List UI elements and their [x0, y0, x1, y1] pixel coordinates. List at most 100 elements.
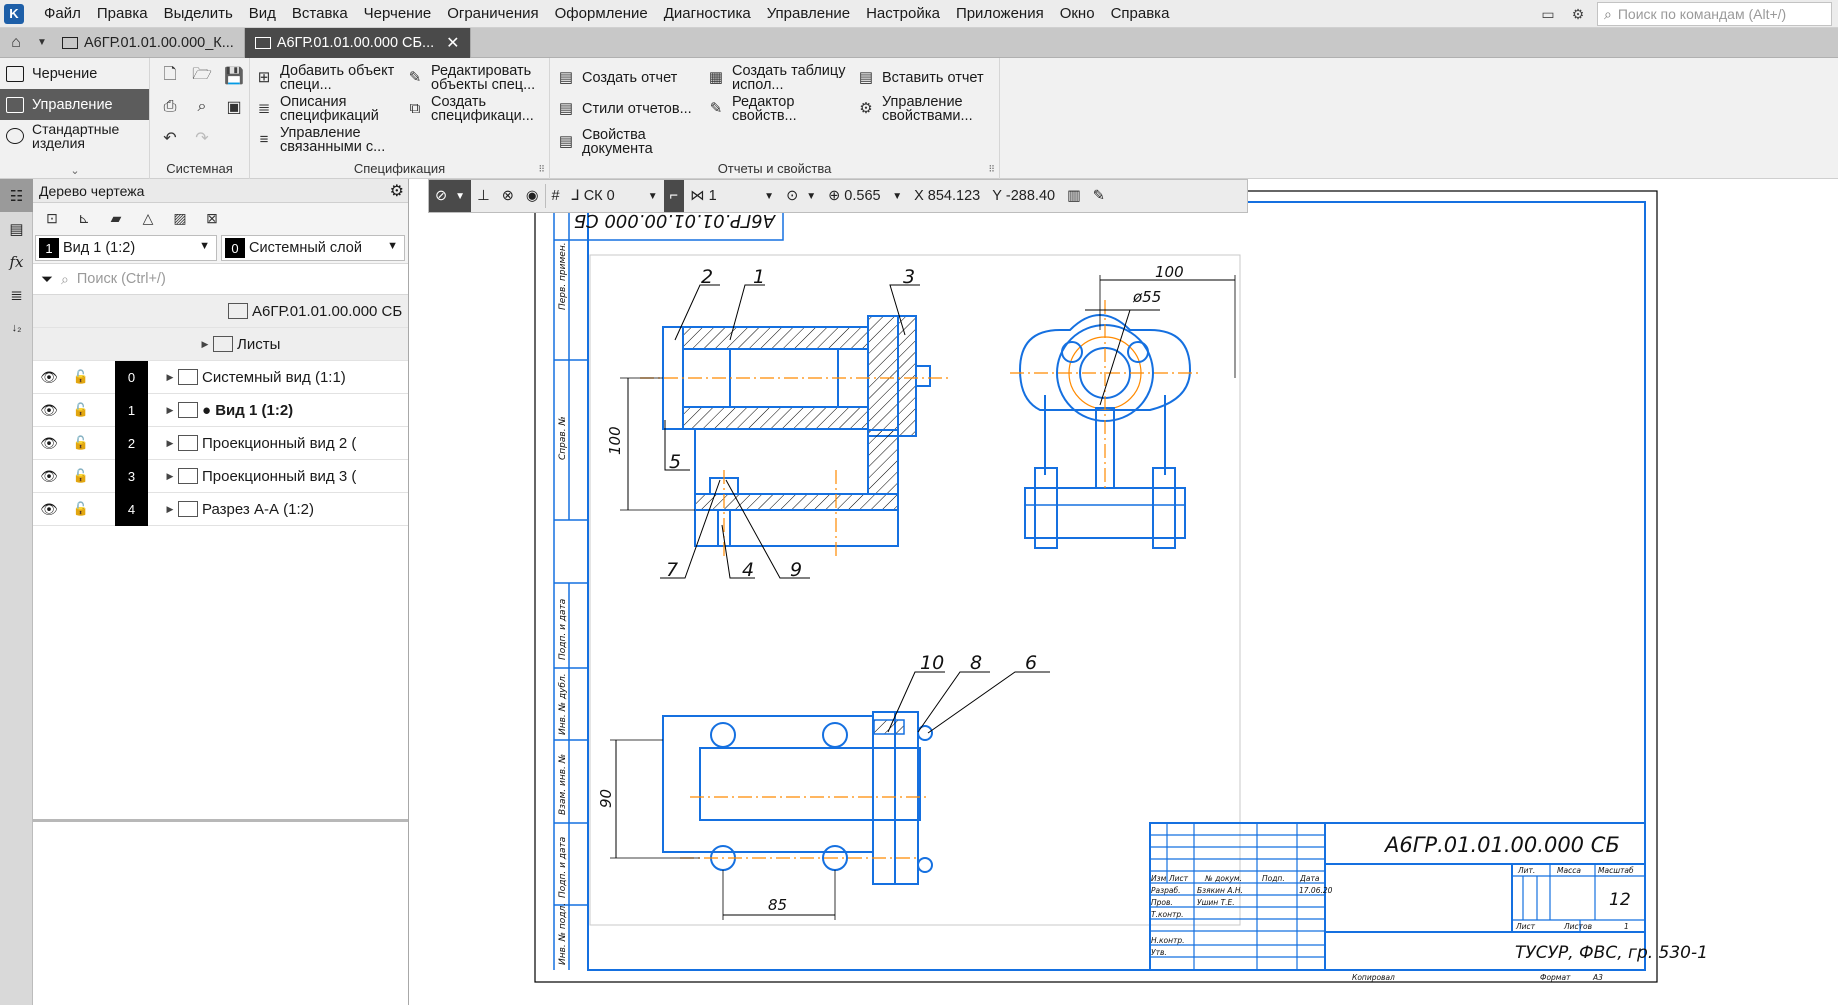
create-usage-table-button[interactable]: ▦ Создать таблицу испол... — [706, 64, 851, 93]
menu-select[interactable]: Выделить — [163, 4, 233, 22]
save-icon[interactable]: 💾 — [224, 68, 244, 85]
new-document-icon[interactable]: 🗋 — [163, 65, 177, 83]
group-options-icon[interactable]: ⠿ — [538, 164, 545, 174]
unlock-icon[interactable]: 🔓 — [72, 369, 90, 384]
redo-icon[interactable]: ↷ — [195, 130, 209, 147]
eye-icon[interactable]: 👁 — [40, 434, 58, 451]
layer-icon[interactable]: ▰ — [110, 209, 122, 226]
settings-icon[interactable]: ⚙ — [1571, 5, 1585, 22]
mode-manage[interactable]: Управление — [0, 89, 149, 120]
expand-chevron-icon[interactable]: ⌄ — [70, 165, 80, 177]
properties-panel-icon[interactable]: ▤ — [9, 220, 24, 238]
menu-settings[interactable]: Настройка — [866, 4, 940, 22]
eye-icon[interactable]: 👁 — [40, 401, 58, 418]
menu-window[interactable]: Окно — [1059, 4, 1095, 22]
spec-descriptions-button[interactable]: ≣ Описания спецификаций — [254, 95, 396, 124]
tree-root-row[interactable]: А6ГР.01.01.00.000 СБ — [33, 295, 408, 328]
group-options-icon[interactable]: ⠿ — [988, 164, 995, 174]
tree-search-input[interactable]: ⏷ ⌕ Поиск (Ctrl+/) — [33, 263, 408, 295]
cs-select[interactable]: ⅃ СК 0 ▼ — [566, 180, 664, 212]
fragment-icon[interactable]: ⊠ — [206, 209, 218, 226]
eye-icon[interactable]: 👁 — [40, 500, 58, 517]
polyline-button[interactable]: ⌐ — [663, 180, 685, 212]
layers-icon[interactable]: ≣ — [10, 286, 23, 304]
local-cs-icon[interactable]: ⊾ — [78, 209, 90, 226]
ortho-button[interactable]: ⊥ — [471, 180, 496, 212]
expand-arrow-icon[interactable]: ▶ — [166, 371, 174, 382]
close-tab-icon[interactable]: ✕ — [446, 34, 460, 52]
tree-sheets-row[interactable]: ▶ Листы — [33, 328, 408, 361]
tabs-dropdown-icon[interactable]: ▼ — [37, 37, 47, 48]
layer-select[interactable]: 0 Системный слой ▼ — [221, 235, 405, 261]
panel-splitter[interactable] — [33, 819, 408, 822]
view-select[interactable]: 1 Вид 1 (1:2) ▼ — [35, 235, 217, 261]
menu-format[interactable]: Оформление — [554, 4, 648, 22]
step-select[interactable]: ⋈ 1 ▼ — [684, 180, 780, 212]
print-icon[interactable]: ⎙ — [163, 98, 177, 115]
preview-icon[interactable]: ⌕ — [197, 98, 207, 115]
menu-manage[interactable]: Управление — [766, 4, 851, 22]
menu-apps[interactable]: Приложения — [955, 4, 1044, 22]
menu-insert[interactable]: Вставка — [291, 4, 348, 22]
open-folder-icon[interactable]: 🗁 — [192, 65, 212, 83]
menu-view[interactable]: Вид — [248, 4, 276, 22]
save-all-icon[interactable]: ▣ — [226, 99, 242, 116]
add-spec-object-button[interactable]: ⊞ Добавить объект специ... — [254, 64, 396, 93]
menu-drafting[interactable]: Черчение — [363, 4, 432, 22]
tree-view-row[interactable]: 👁 🔓 4 ▶ Разрез А-А (1:2) — [33, 492, 408, 526]
image-icon[interactable]: ▨ — [173, 209, 187, 226]
insert-report-button[interactable]: ▤ Вставить отчет — [856, 68, 984, 88]
eye-icon[interactable]: 👁 — [40, 368, 58, 385]
gear-icon[interactable]: ⚙ — [389, 183, 404, 200]
expand-arrow-icon[interactable]: ▶ — [166, 404, 174, 415]
tree-view-row[interactable]: 👁 🔓 2 ▶ Проекционный вид 2 ( — [33, 426, 408, 460]
zoom-region-button[interactable]: ⊙▼ — [780, 180, 822, 212]
eye-icon[interactable]: 👁 — [40, 467, 58, 484]
menu-diagnostics[interactable]: Диагностика — [663, 4, 751, 22]
view-button[interactable]: ◉ — [520, 180, 545, 212]
manage-properties-button[interactable]: ⚙ Управление свойствами... — [856, 95, 996, 124]
tab-document-sb[interactable]: А6ГР.01.01.00.000 СБ... ✕ — [244, 27, 471, 58]
unlock-icon[interactable]: 🔓 — [72, 501, 90, 516]
zoom-select[interactable]: ⊕ 0.565 ▼ — [822, 180, 908, 212]
create-report-button[interactable]: ▤ Создать отчет — [556, 68, 677, 88]
filter-icon[interactable]: ⏷ — [41, 270, 54, 288]
menu-edit[interactable]: Правка — [96, 4, 148, 22]
window-layout-icon[interactable]: ▭ — [1541, 5, 1555, 22]
tab-document-k[interactable]: А6ГР.01.01.00.000_К... — [52, 27, 245, 58]
drawing-canvas[interactable]: Перв. примен. Справ. № Подп. и дата Инв.… — [410, 179, 1838, 1005]
mode-drafting[interactable]: Черчение — [0, 58, 149, 89]
menu-file[interactable]: Файл — [44, 4, 81, 22]
home-icon[interactable]: ⌂ — [11, 33, 21, 51]
menu-help[interactable]: Справка — [1110, 4, 1170, 22]
shapes-icon[interactable]: △ — [142, 209, 154, 226]
properties-editor-button[interactable]: ✎ Редактор свойств... — [706, 95, 851, 124]
unlock-icon[interactable]: 🔓 — [72, 402, 90, 417]
tree-view-row[interactable]: 👁 🔓 3 ▶ Проекционный вид 3 ( — [33, 459, 408, 493]
snap-button[interactable]: ⊘▼ — [429, 180, 472, 212]
unlock-icon[interactable]: 🔓 — [72, 435, 90, 450]
manage-linked-button[interactable]: ≡ Управление связанными с... — [254, 126, 396, 155]
variables-icon[interactable]: fx — [9, 252, 24, 271]
measure-button[interactable]: ▥ — [1061, 180, 1087, 212]
unlock-icon[interactable]: 🔓 — [72, 468, 90, 483]
undo-icon[interactable]: ↶ — [163, 130, 177, 147]
expand-arrow-icon[interactable]: ▶ — [201, 338, 209, 349]
mode-standard-parts[interactable]: Стандартные изделия — [0, 120, 149, 151]
eyedropper-button[interactable]: ✎ — [1087, 180, 1111, 212]
doc-properties-button[interactable]: ▤ Свойства документа — [556, 128, 696, 157]
app-logo-icon[interactable]: K — [0, 0, 28, 28]
menu-constraints[interactable]: Ограничения — [447, 4, 539, 22]
new-view-icon[interactable]: ⊡ — [46, 209, 58, 226]
grid-button[interactable]: # — [546, 180, 566, 212]
sort-icon[interactable]: ↓₂ — [11, 321, 22, 334]
create-spec-button[interactable]: ⧉ Создать спецификаци... — [405, 95, 545, 124]
drawing-tree-icon[interactable]: ☷ — [0, 179, 33, 212]
hide-button[interactable]: ⊗ — [496, 180, 520, 212]
tree-view-row[interactable]: 👁 🔓 1 ▶ ● Вид 1 (1:2) — [33, 393, 408, 427]
expand-arrow-icon[interactable]: ▶ — [166, 437, 174, 448]
expand-arrow-icon[interactable]: ▶ — [166, 470, 174, 481]
expand-arrow-icon[interactable]: ▶ — [166, 503, 174, 514]
edit-spec-objects-button[interactable]: ✎ Редактировать объекты спец... — [405, 64, 545, 93]
report-styles-button[interactable]: ▤ Стили отчетов... — [556, 99, 692, 119]
